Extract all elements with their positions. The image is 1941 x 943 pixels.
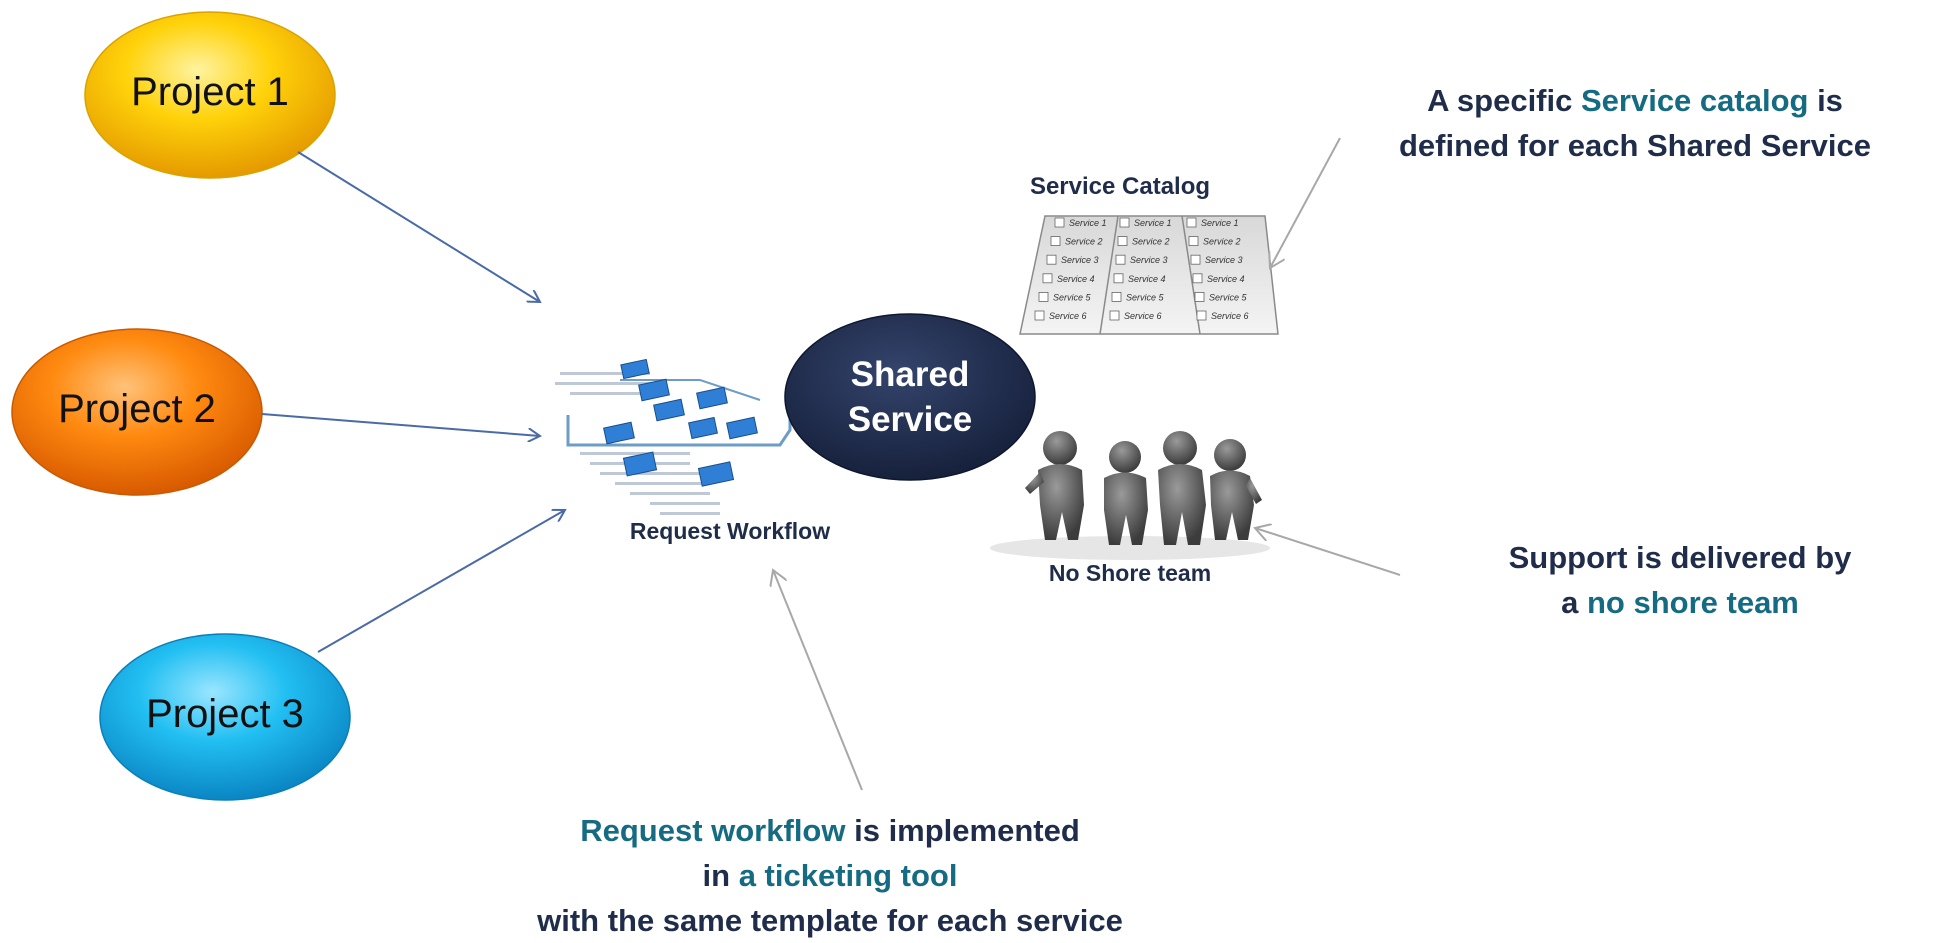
catalog-checkbox — [1196, 310, 1207, 321]
catalog-checkbox — [1038, 291, 1049, 302]
project-1-ellipse — [84, 11, 336, 179]
catalog-item-label: Service 4 — [1128, 274, 1166, 284]
arrow-note-to-workflow — [773, 570, 863, 791]
catalog-item-label: Service 5 — [1209, 292, 1248, 302]
request-workflow-highlight: Request workflow — [580, 813, 846, 848]
request-workflow-image — [555, 358, 792, 515]
team-caption: No Shore team — [1048, 560, 1212, 586]
support-note-line1: Support is delivered by — [1508, 540, 1852, 575]
catalog-item-label: Service 1 — [1069, 218, 1107, 228]
catalog-item-label: Service 5 — [1053, 292, 1092, 302]
catalog-checkbox — [1046, 254, 1057, 265]
catalog-checkbox — [1054, 217, 1065, 228]
arrow-project3-to-workflow — [317, 510, 565, 653]
workflow-note-line2: in a ticketing tool — [702, 858, 958, 893]
shared-service-line1: Shared — [850, 355, 970, 394]
catalog-checkbox — [1192, 273, 1203, 284]
shared-service-ellipse — [784, 313, 1036, 481]
team-graphic — [990, 431, 1270, 560]
catalog-checkbox — [1186, 217, 1197, 228]
catalog-item-label: Service 2 — [1203, 237, 1241, 247]
catalog-item-label: Service 1 — [1134, 218, 1172, 228]
project-3-ellipse — [99, 633, 351, 801]
project-3-label: Project 3 — [146, 692, 304, 736]
catalog-checkbox — [1119, 217, 1130, 228]
project-2-label: Project 2 — [58, 387, 216, 431]
catalog-checkbox — [1034, 310, 1045, 321]
catalog-item-label: Service 6 — [1211, 311, 1249, 321]
ticketing-tool-highlight: a ticketing tool — [738, 858, 958, 893]
catalog-item-label: Service 4 — [1207, 274, 1245, 284]
shared-service-line2: Service — [847, 400, 973, 439]
arrow-note-to-catalog — [1270, 137, 1341, 268]
catalog-item-label: Service 3 — [1205, 255, 1243, 265]
catalog-item-label: Service 2 — [1132, 237, 1170, 247]
support-note: Support is delivered by a no shore team — [1430, 535, 1930, 625]
project-1-label: Project 1 — [131, 70, 289, 114]
catalog-checkbox — [1109, 310, 1120, 321]
catalog-checkbox — [1190, 254, 1201, 265]
catalog-checkbox — [1117, 236, 1128, 247]
catalog-item-label: Service 3 — [1130, 255, 1168, 265]
shared-service-label: Shared Service — [785, 352, 1035, 442]
catalog-item-label: Service 1 — [1201, 218, 1239, 228]
request-workflow-caption: Request Workflow — [629, 518, 831, 544]
catalog-checkbox — [1194, 291, 1205, 302]
arrow-note-to-team — [1255, 528, 1401, 576]
service-catalog-title: Service Catalog — [1029, 173, 1211, 200]
support-note-line2: a no shore team — [1561, 585, 1799, 620]
no-shore-team-highlight: no shore team — [1586, 585, 1799, 620]
catalog-item-label: Service 3 — [1061, 255, 1099, 265]
catalog-checkbox — [1050, 236, 1061, 247]
workflow-note: Request workflow is implemented in a tic… — [430, 808, 1230, 943]
catalog-note-line1: A specific Service catalog is — [1427, 83, 1843, 118]
catalog-checkbox — [1113, 273, 1124, 284]
catalog-note: A specific Service catalog is defined fo… — [1330, 78, 1940, 168]
service-catalog-graphic: Service 1 Service 2 Service 3 Service 4 Serv… — [1019, 215, 1279, 335]
catalog-item-label: Service 5 — [1126, 292, 1165, 302]
catalog-items: Service 1 Service 2 Service 3 Service 4 Serv… — [1034, 217, 1249, 321]
arrow-project1-to-workflow — [297, 151, 540, 302]
catalog-checkbox — [1111, 291, 1122, 302]
catalog-item-label: Service 6 — [1049, 311, 1087, 321]
catalog-checkbox — [1042, 273, 1053, 284]
project-2-ellipse — [11, 328, 263, 496]
catalog-item-label: Service 6 — [1124, 311, 1162, 321]
workflow-note-line1: Request workflow is implemented — [580, 813, 1080, 848]
catalog-checkbox — [1188, 236, 1199, 247]
catalog-note-line2: defined for each Shared Service — [1398, 128, 1872, 163]
service-catalog-highlight: Service catalog — [1580, 83, 1809, 118]
workflow-note-line3: with the same template for each service — [537, 903, 1123, 938]
catalog-item-label: Service 2 — [1065, 237, 1103, 247]
arrow-project2-to-workflow — [261, 413, 540, 436]
catalog-checkbox — [1115, 254, 1126, 265]
catalog-item-label: Service 4 — [1057, 274, 1095, 284]
